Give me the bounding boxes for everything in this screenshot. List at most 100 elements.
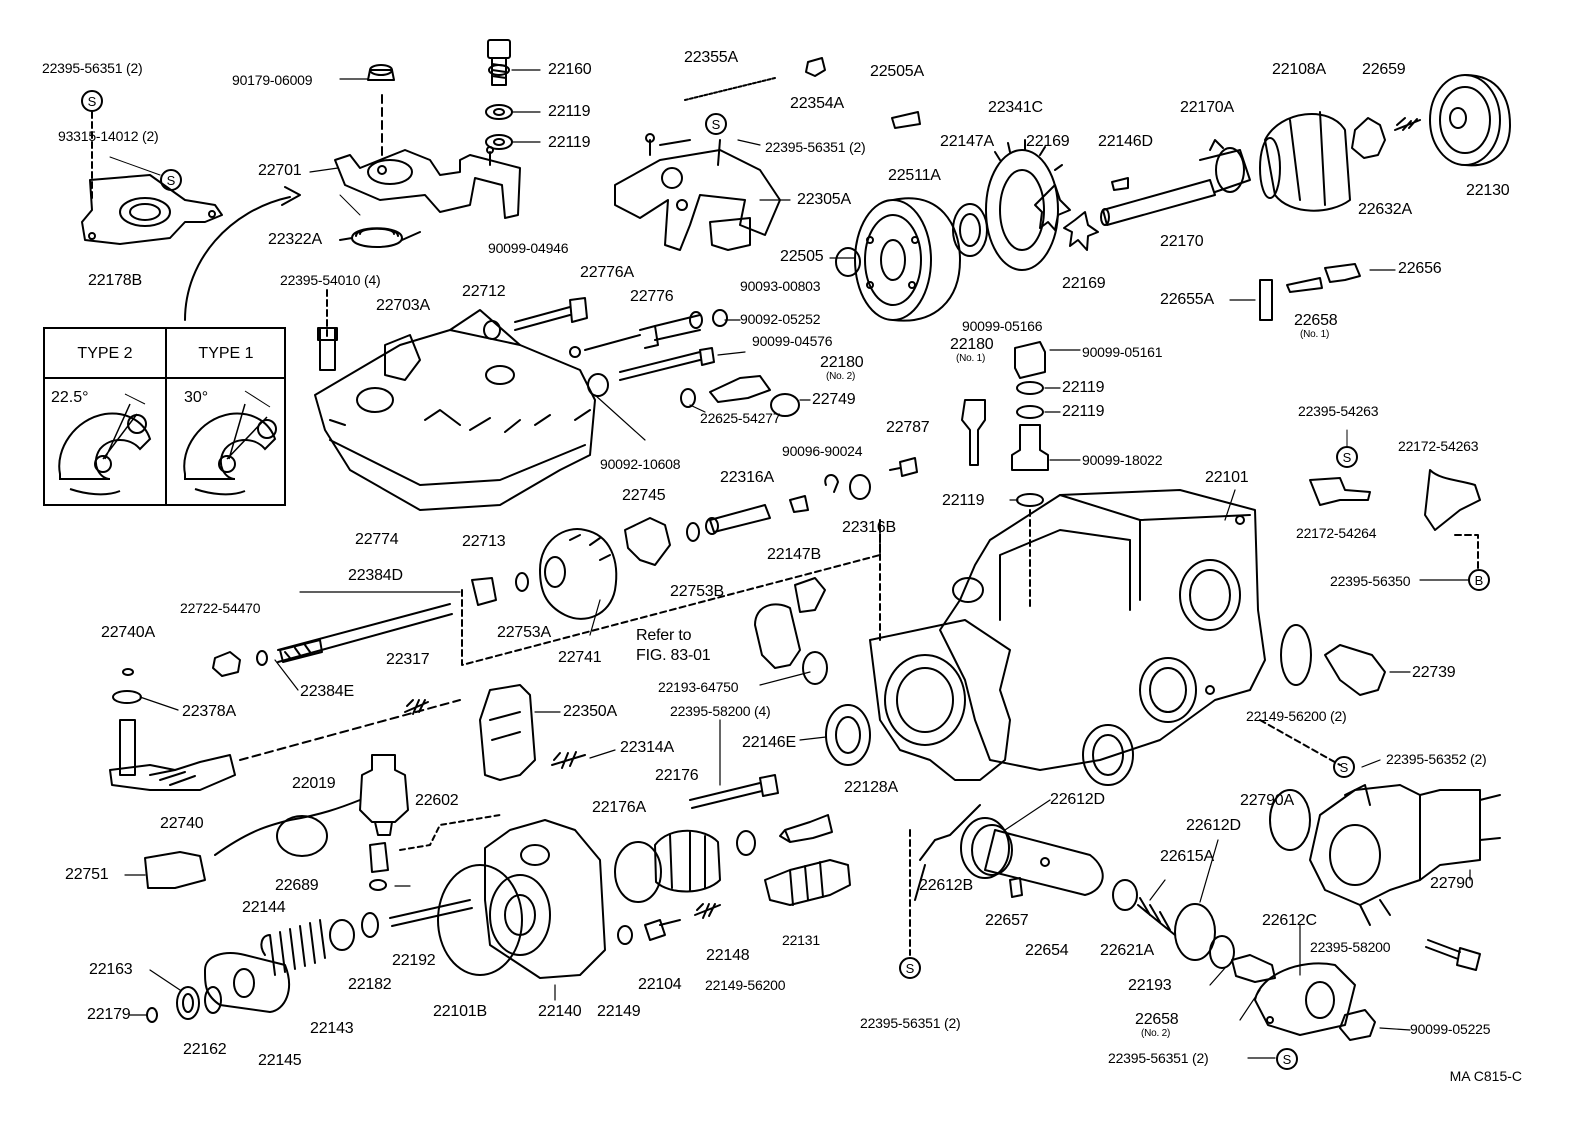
part-label: 22101B <box>433 1003 487 1020</box>
distributive-head-22140 <box>484 819 606 979</box>
screw-22776 <box>584 314 701 351</box>
part-label: 90092-05252 <box>740 311 821 327</box>
gear-22341c <box>985 139 1063 271</box>
pin-22655a <box>1259 279 1273 321</box>
part-label: 22131 <box>782 932 820 948</box>
gasket-22101b <box>437 864 523 976</box>
clip-22656 <box>1324 263 1361 283</box>
part-label: 22019 <box>292 775 336 792</box>
cover-22612c <box>1254 962 1356 1036</box>
part-label: 22655A <box>1160 291 1214 308</box>
part-label: 22101 <box>1205 469 1249 486</box>
nut-90179 <box>367 69 395 81</box>
drive-gear-22741 <box>539 528 618 620</box>
part-label: 22654 <box>1025 942 1069 959</box>
spring-22148 <box>694 903 721 919</box>
nut-90092-05252 <box>712 309 728 327</box>
part-label: 22147A <box>940 133 994 150</box>
part-label: 22130 <box>1466 182 1510 199</box>
washer-22162 <box>204 986 222 1014</box>
part-label: 22192 <box>392 952 436 969</box>
part-label: 22119 <box>942 492 985 509</box>
s-mark-icon <box>160 169 182 191</box>
nut-90099-05161 <box>1014 341 1046 379</box>
part-label: 22621A <box>1100 942 1154 959</box>
ring-22740a <box>122 668 134 676</box>
part-label: 22740 <box>160 815 204 832</box>
cap-22354a <box>805 57 826 77</box>
washer-hole <box>493 108 505 116</box>
plate-22713 <box>471 577 497 606</box>
bolt-22395-58200-b <box>1425 939 1481 971</box>
spring-22144 <box>260 919 326 976</box>
bushing-22316b <box>849 474 871 500</box>
nut-22722 <box>212 651 241 677</box>
pump-housing-22101 <box>869 489 1266 901</box>
part-label: 22170 <box>1160 233 1204 250</box>
type2-header: TYPE 2 <box>77 345 133 362</box>
part-label: 22511A <box>888 167 941 184</box>
s-mark-icon <box>1333 756 1355 778</box>
plunger-22192 <box>389 899 473 927</box>
part-label: 22341C <box>988 99 1043 116</box>
screw-90099-04576 <box>619 347 715 381</box>
oring-22149-56200 <box>1280 624 1312 686</box>
part-label: 22395-56351 (2) <box>1108 1050 1209 1066</box>
gasket-22176a <box>614 841 662 903</box>
washer-22119 <box>1016 405 1044 419</box>
part-label: 90179-06009 <box>232 72 313 88</box>
part-label: 22395-54263 <box>1298 403 1379 419</box>
gasket-22193-64750 <box>802 651 828 685</box>
lever-assy-22305a <box>614 133 781 251</box>
drive-pulley-22505 <box>854 197 961 322</box>
clip-90096 <box>824 474 839 493</box>
part-label: 90093-00803 <box>740 278 821 294</box>
bolt-22505a <box>891 111 921 129</box>
part-label: 22657 <box>985 912 1029 929</box>
part-label: 22395-56351 (2) <box>765 139 866 155</box>
s-mark-icon <box>705 113 727 135</box>
part-label: 22703A <box>376 297 430 314</box>
part-label: 22395-58200 <box>1310 939 1391 955</box>
part-label: 22395-58200 (4) <box>670 703 771 719</box>
s-letter: S <box>1343 450 1352 465</box>
part-label: 22354A <box>790 95 844 112</box>
connector-22751 <box>144 851 206 889</box>
solenoid-22019 <box>359 754 409 823</box>
part-label: 22179 <box>87 1006 131 1023</box>
pulley-22130 <box>1429 74 1511 167</box>
part-label: 22659 <box>1362 61 1406 78</box>
part-label: 22108A <box>1272 61 1326 78</box>
part-label: 22172-54264 <box>1296 525 1377 541</box>
seat-22182 <box>361 912 379 938</box>
part-label: 22316B <box>842 519 896 536</box>
weight-22745 <box>624 517 671 566</box>
shaft-22316a <box>709 504 771 533</box>
part-label: 22790 <box>1430 875 1474 892</box>
ring-22384e <box>256 650 268 666</box>
s-letter: S <box>712 117 721 132</box>
part-label: 22790A <box>1240 792 1294 809</box>
part-label: 22104 <box>638 976 682 993</box>
valve-22131 <box>764 859 851 906</box>
arrow-type-inset <box>184 186 301 321</box>
governor-cover-22774 <box>314 309 596 511</box>
part-label: 22713 <box>462 533 506 550</box>
ring-22149 <box>617 925 633 945</box>
washer-hole <box>493 138 505 146</box>
plug-22739 <box>1324 644 1386 696</box>
s-letter: S <box>1283 1052 1292 1067</box>
part-label: 22739 <box>1412 664 1456 681</box>
part-label: 22355A <box>684 49 738 66</box>
s-mark-icon <box>1336 446 1358 468</box>
part-label: 22180(No. 2) <box>820 354 864 383</box>
part-label: 22395-56350 <box>1330 573 1411 589</box>
part-label: 22384D <box>348 567 403 584</box>
part-label: 22612B <box>919 877 973 894</box>
bracket-22178b <box>81 174 223 245</box>
bolt-22395-58200 <box>689 774 779 809</box>
coupling-22169 <box>1034 184 1071 231</box>
nut-22712 <box>483 320 501 340</box>
part-label: 22160 <box>548 61 592 78</box>
